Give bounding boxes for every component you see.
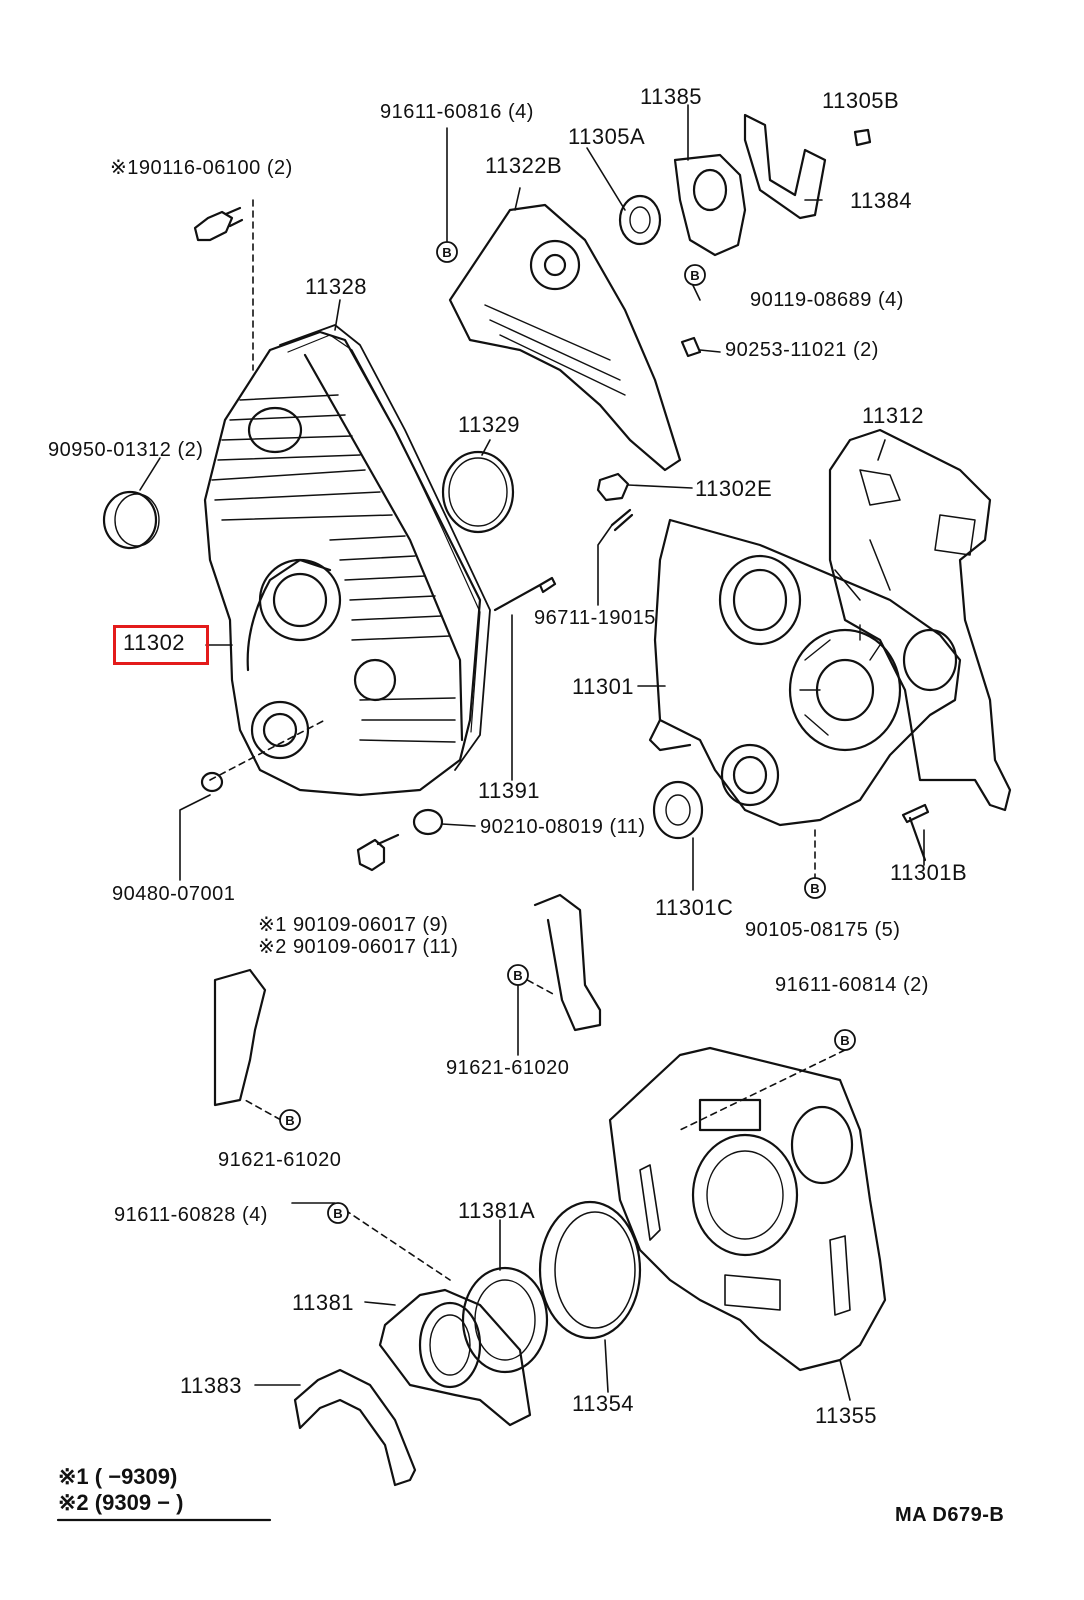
bolt-marker-letter: B	[810, 881, 819, 896]
label-11302E: 11302E	[695, 476, 773, 501]
label-11391: 11391	[478, 778, 541, 803]
bolt-marker-b5: B	[834, 1029, 856, 1051]
washer-90480	[200, 771, 224, 793]
diagram-code: MA D679-B	[895, 1504, 1005, 1526]
label-11328: 11328	[305, 274, 368, 299]
bolt-marker-letter: B	[333, 1206, 342, 1221]
label-91621-61020-lower: 91621-61020	[218, 1149, 342, 1171]
label-91611-60828: 91611-60828 (4)	[114, 1204, 268, 1226]
timing-belt-cover-11302	[203, 330, 482, 797]
rear-plate-11322B	[448, 203, 682, 472]
label-11305B: 11305B	[822, 88, 900, 113]
bolt-marker-b2: B	[684, 264, 706, 286]
label-11384: 11384	[850, 188, 913, 213]
gasket-11312	[828, 428, 1012, 812]
grommet-90210	[412, 808, 444, 836]
label-90480-07001: 90480-07001	[112, 883, 236, 905]
retainer-11381A	[461, 1266, 549, 1374]
retainer-11381	[378, 1288, 532, 1427]
label-190116: ※190116-06100 (2)	[110, 157, 293, 179]
label-11383: 11383	[180, 1373, 243, 1398]
bolt-marker-b4: B	[507, 964, 529, 986]
label-90210-08019: 90210-08019 (11)	[480, 816, 646, 838]
gasket-11328	[279, 324, 491, 771]
bolt-marker-b3: B	[804, 877, 826, 899]
end-plate-main-bore	[691, 1133, 799, 1257]
label-11305A: 11305A	[568, 124, 646, 149]
label-11381A: 11381A	[458, 1198, 536, 1223]
end-plate-11355	[608, 1046, 887, 1372]
label-91621-61020-upper: 91621-61020	[446, 1057, 570, 1079]
bolt-90109	[356, 833, 400, 872]
label-90119-08689: 90119-08689 (4)	[750, 289, 904, 311]
label-11301B: 11301B	[890, 860, 968, 885]
bolt-marker-letter: B	[442, 245, 451, 260]
gasket-11383	[293, 1368, 417, 1487]
label-11385: 11385	[640, 84, 703, 109]
sensor-190116	[193, 206, 244, 242]
pin-96711	[610, 508, 634, 532]
bolt-marker-b7: B	[327, 1202, 349, 1224]
bolt-marker-letter: B	[285, 1113, 294, 1128]
seal-11301C	[652, 780, 704, 840]
oil-pump-11301	[653, 518, 962, 827]
label-11381: 11381	[292, 1290, 355, 1315]
label-11301C: 11301C	[655, 895, 734, 920]
dowel-11391	[493, 576, 557, 612]
label-90253-11021: 90253-11021 (2)	[725, 339, 879, 361]
oring-11329	[441, 450, 515, 534]
label-11354: 11354	[572, 1391, 635, 1416]
label-11355: 11355	[815, 1403, 878, 1428]
bolt-marker-letter: B	[690, 268, 699, 283]
footnote-1: ※1 ( −9309)	[58, 1464, 178, 1489]
label-96711-19015: 96711-19015	[534, 607, 656, 629]
bolt-marker-letter: B	[513, 968, 522, 983]
label-91611-60814: 91611-60814 (2)	[775, 974, 929, 996]
gasket-11384	[743, 113, 827, 220]
footnote-2: ※2 (9309 − )	[58, 1490, 184, 1515]
highlight-box-11302[interactable]	[113, 625, 209, 665]
label-11312: 11312	[862, 403, 925, 428]
label-11329: 11329	[458, 412, 521, 437]
bracket-91621-left	[213, 968, 267, 1107]
bracket-91621-upper	[533, 893, 602, 1032]
label-90105-08175: 90105-08175 (5)	[745, 919, 901, 941]
label-90109-06017-2: ※2 90109-06017 (11)	[258, 936, 459, 958]
seal-11354	[538, 1200, 642, 1340]
label-90950-01312: 90950-01312 (2)	[48, 439, 204, 461]
bolt-marker-b6: B	[279, 1109, 301, 1131]
plug-90253	[680, 336, 702, 358]
label-11301: 11301	[572, 674, 635, 699]
label-90109-06017-1: ※1 90109-06017 (9)	[258, 914, 449, 936]
bolt-marker-b1: B	[436, 241, 458, 263]
bolt-marker-letter: B	[840, 1033, 849, 1048]
plug-11305B	[853, 128, 872, 147]
label-11322B: 11322B	[485, 153, 563, 178]
label-91611-60816: 91611-60816 (4)	[380, 101, 534, 123]
plug-90950	[102, 490, 158, 550]
label-11302: 11302	[123, 630, 186, 655]
cap-11302E	[596, 472, 630, 502]
seal-11305A	[618, 194, 662, 246]
housing-11385	[673, 153, 747, 257]
stud-11301B	[901, 803, 930, 862]
